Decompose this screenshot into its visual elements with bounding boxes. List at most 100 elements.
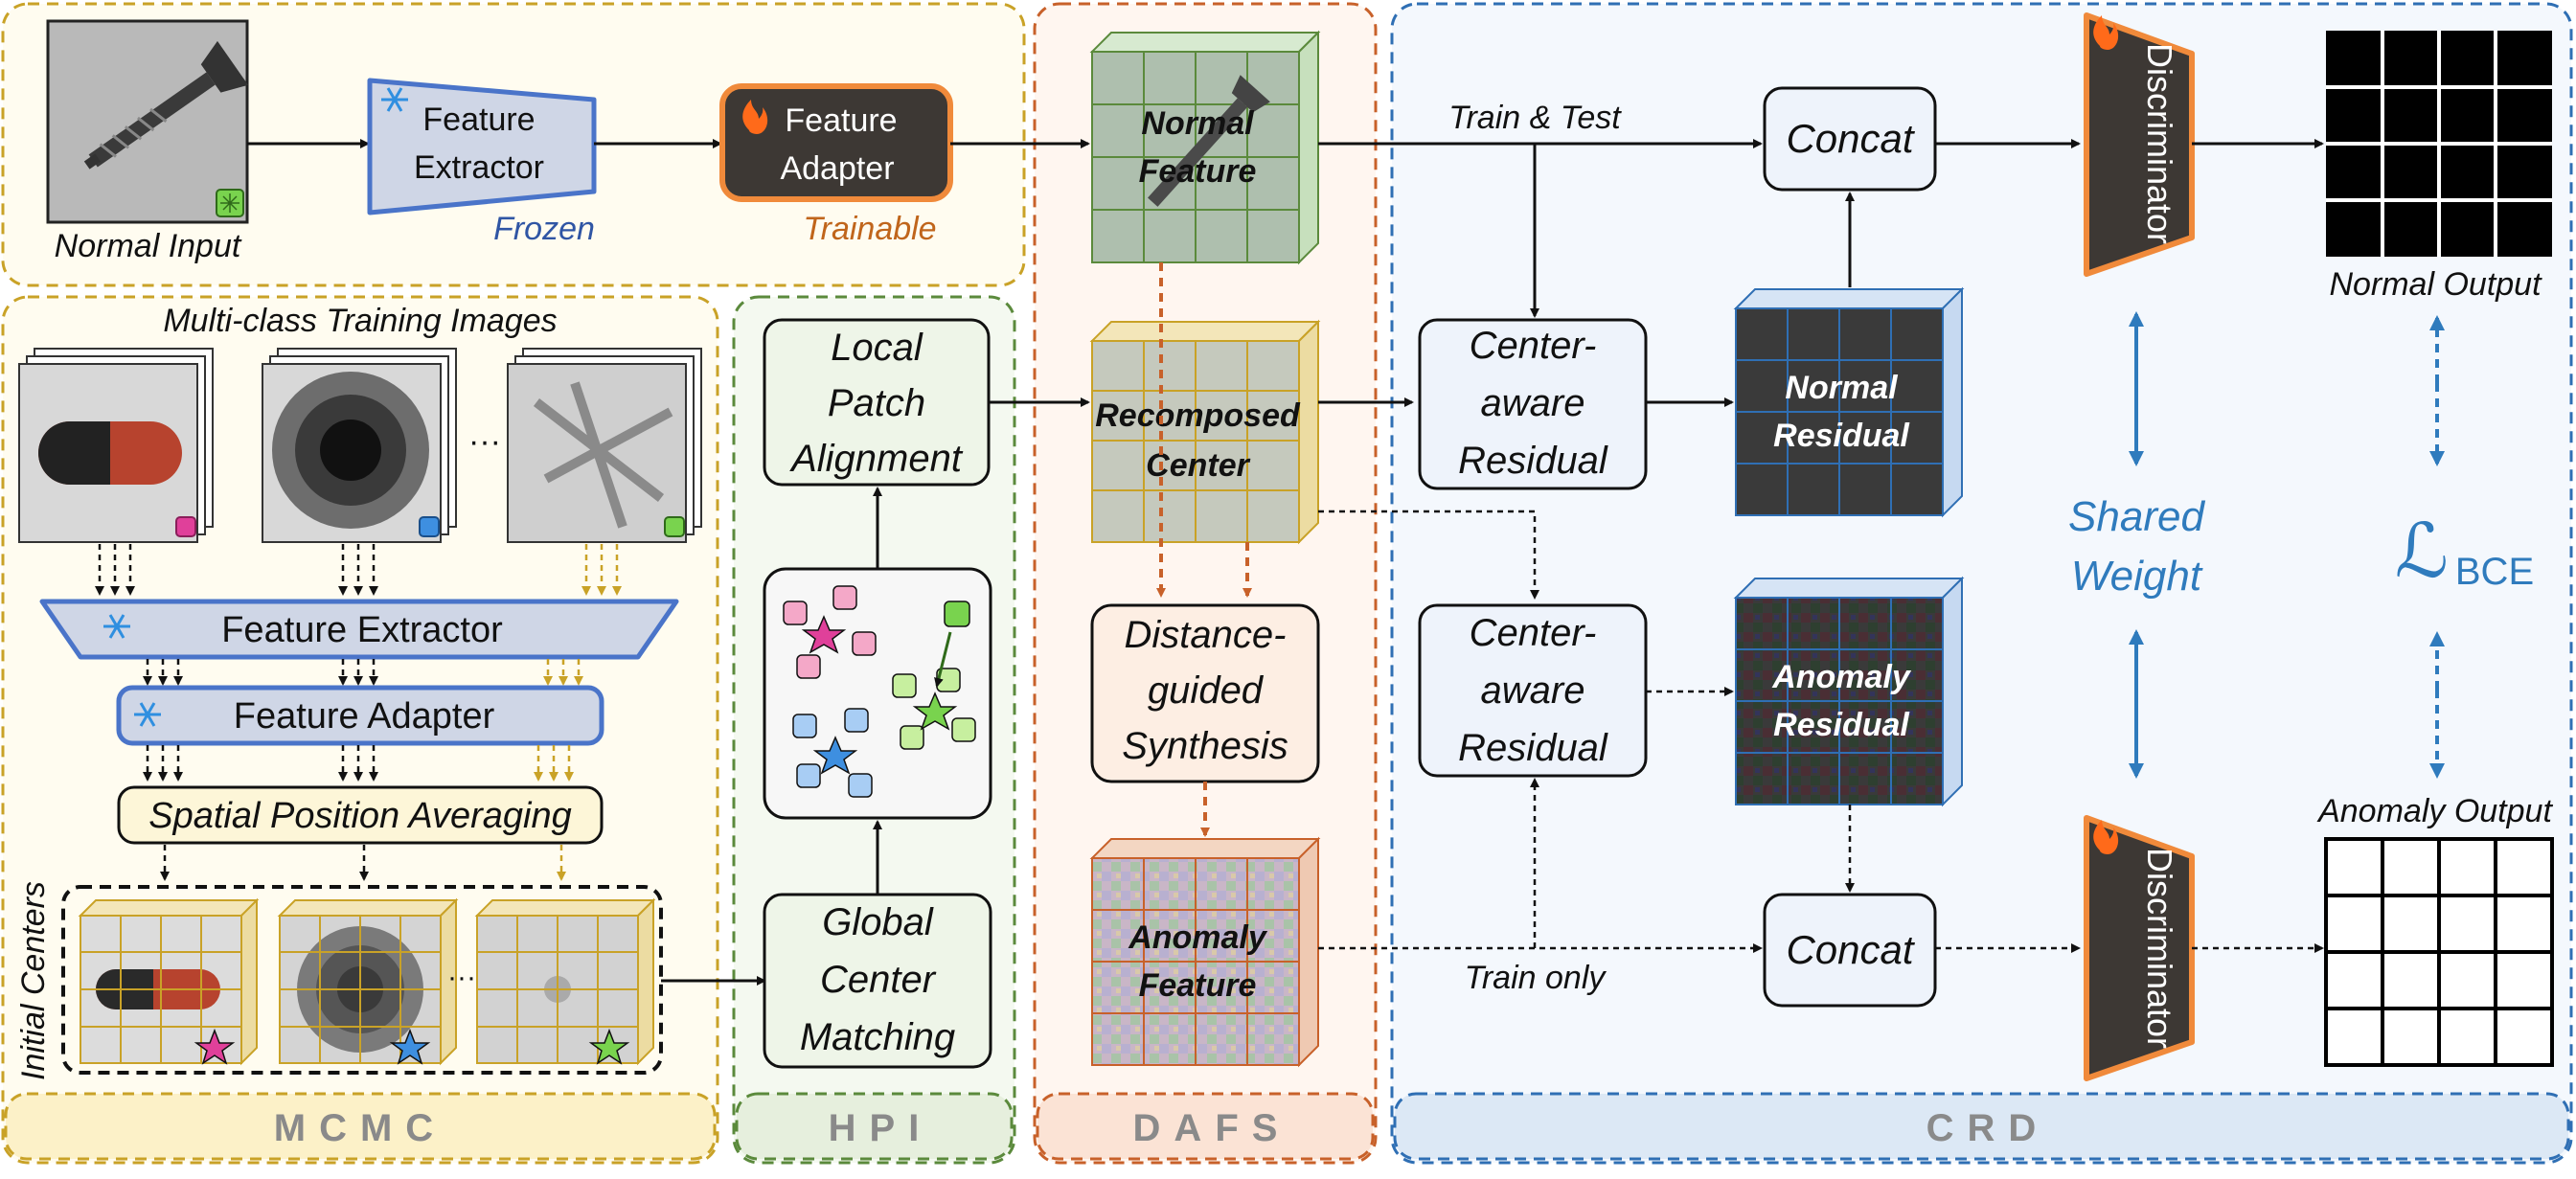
shared-weight-line1: Shared (2068, 493, 2205, 540)
gcm-line2: Center (820, 959, 937, 1001)
anomaly-feature-line1: Anomaly (1128, 919, 1268, 956)
dgs-line1: Distance- (1125, 614, 1287, 656)
top-adapter-line1: Feature (785, 102, 897, 139)
lpa-line3: Alignment (789, 438, 964, 480)
anomaly-residual-line1: Anomaly (1771, 659, 1912, 695)
centers-ellipsis: ··· (447, 962, 476, 993)
discriminator-bottom-label: Discriminator (2140, 848, 2179, 1049)
snowflake-icon (134, 702, 161, 727)
mcmc-title: Multi-class Training Images (163, 303, 557, 339)
normal-output-grid (2326, 31, 2552, 257)
mcmc-extractor-label: Feature Extractor (221, 610, 503, 650)
car-top-line3: Residual (1458, 440, 1608, 482)
anomaly-residual-line2: Residual (1773, 707, 1910, 743)
images-ellipsis: ··· (468, 423, 501, 460)
screw-image (83, 40, 249, 170)
screw-center-cube (474, 897, 656, 1066)
mcmc-feature-extractor: Feature Extractor (39, 599, 679, 660)
capsule-center-cube (78, 897, 260, 1066)
hpi-tag: HPI (829, 1107, 933, 1149)
normal-feature-line2: Feature (1139, 153, 1257, 190)
bottle-image (272, 372, 429, 529)
dashed-arrows-to-adapter (143, 659, 378, 686)
dashed-yellow-arrows-to-adapter (543, 659, 583, 686)
star-icon (801, 615, 847, 654)
flame-icon (2093, 820, 2119, 854)
capsule-image (38, 421, 182, 485)
spatial-position-averaging-box: Spatial Position Averaging (117, 785, 604, 845)
dashed-yellow-arrows-to-extractor (581, 544, 622, 596)
dashed-arrows-to-spa (143, 745, 378, 782)
car-top: Center- aware Residual (1418, 318, 1648, 490)
matching-scatter-box (763, 567, 992, 820)
mcmc-tag-bar (4, 1092, 717, 1161)
lpa-line1: Local (831, 327, 923, 369)
recomposed-center-cube: Recomposed Center (1089, 319, 1321, 545)
spa-label: Spatial Position Averaging (148, 796, 572, 836)
loss-subscript: BCE (2455, 551, 2534, 593)
normal-feature-cube: Normal Feature (1089, 30, 1321, 265)
concat-top-label: Concat (1786, 116, 1915, 161)
normal-feature-line1: Normal (1141, 105, 1255, 142)
gcm-line3: Matching (800, 1016, 955, 1058)
car-bottom-line1: Center- (1470, 612, 1597, 654)
distance-guided-synthesis-box: Distance- guided Synthesis (1090, 603, 1320, 783)
anomaly-output-label: Anomaly Output (2316, 793, 2553, 829)
star-icon (588, 1028, 630, 1065)
anomaly-feature-line2: Feature (1139, 967, 1257, 1004)
crd-tag: CRD (1926, 1107, 2050, 1149)
anomaly-feature-cube: Anomaly Feature (1089, 836, 1321, 1068)
car-bottom-line2: aware (1481, 669, 1585, 712)
normal-residual-line2: Residual (1773, 418, 1910, 454)
concat-top: Concat (1763, 86, 1937, 192)
top-extractor-line2: Extractor (414, 149, 544, 186)
discriminator-top-label: Discriminator (2140, 43, 2179, 244)
hpi-tag-bar (735, 1092, 1014, 1161)
star-icon (194, 1028, 236, 1065)
normal-residual-cube: Normal Residual (1733, 286, 1965, 518)
dashed-yellow-arrows-to-spa (534, 745, 574, 782)
top-adapter-line2: Adapter (780, 150, 894, 187)
lpa-line2: Patch (828, 382, 925, 424)
bottle-center-cube (277, 897, 459, 1066)
screw-stack (507, 348, 702, 543)
crd-tag-bar (1393, 1092, 2570, 1161)
capsule-stack (18, 348, 214, 543)
discriminator-top: Discriminator (2084, 12, 2195, 277)
dgs-line2: guided (1148, 669, 1265, 712)
flame-icon (742, 100, 768, 134)
gcm-line1: Global (822, 901, 934, 943)
recomposed-line1: Recomposed (1095, 397, 1301, 434)
dgs-line3: Synthesis (1122, 725, 1288, 767)
dashed-arrows-to-centers (160, 845, 369, 881)
bottle-stack (262, 348, 457, 543)
frozen-label: Frozen (493, 211, 595, 247)
anomaly-residual-cube: Anomaly Residual (1733, 576, 1965, 807)
mcmc-adapter-label: Feature Adapter (234, 696, 495, 737)
loss-symbol: ℒ (2395, 509, 2449, 593)
train-test-label: Train & Test (1448, 100, 1622, 136)
car-bottom: Center- aware Residual (1418, 603, 1648, 778)
top-extractor-line1: Feature (422, 102, 535, 138)
car-top-line1: Center- (1470, 325, 1597, 367)
arrow-center-to-car-bottom (1318, 510, 1539, 600)
mcmc-feature-adapter: Feature Adapter (116, 685, 604, 746)
normal-output-label: Normal Output (2329, 266, 2542, 303)
discriminator-bottom: Discriminator (2084, 815, 2195, 1081)
shared-weight-line2: Weight (2071, 553, 2203, 600)
anomaly-output-grid (2324, 837, 2554, 1067)
trainable-label: Trainable (803, 211, 936, 247)
normal-input-label: Normal Input (55, 228, 242, 264)
concat-bottom-label: Concat (1786, 927, 1915, 972)
dafs-tag: DAFS (1133, 1107, 1291, 1149)
car-top-line2: aware (1481, 382, 1585, 424)
star-icon (812, 736, 858, 775)
star-icon (389, 1028, 431, 1065)
car-bottom-line3: Residual (1458, 727, 1608, 769)
normal-input-image (46, 19, 249, 224)
dafs-tag-bar (1036, 1092, 1375, 1161)
train-only-label: Train only (1465, 960, 1607, 996)
top-feature-extractor: Feature Extractor (367, 78, 597, 215)
concat-bottom: Concat (1763, 893, 1937, 1008)
